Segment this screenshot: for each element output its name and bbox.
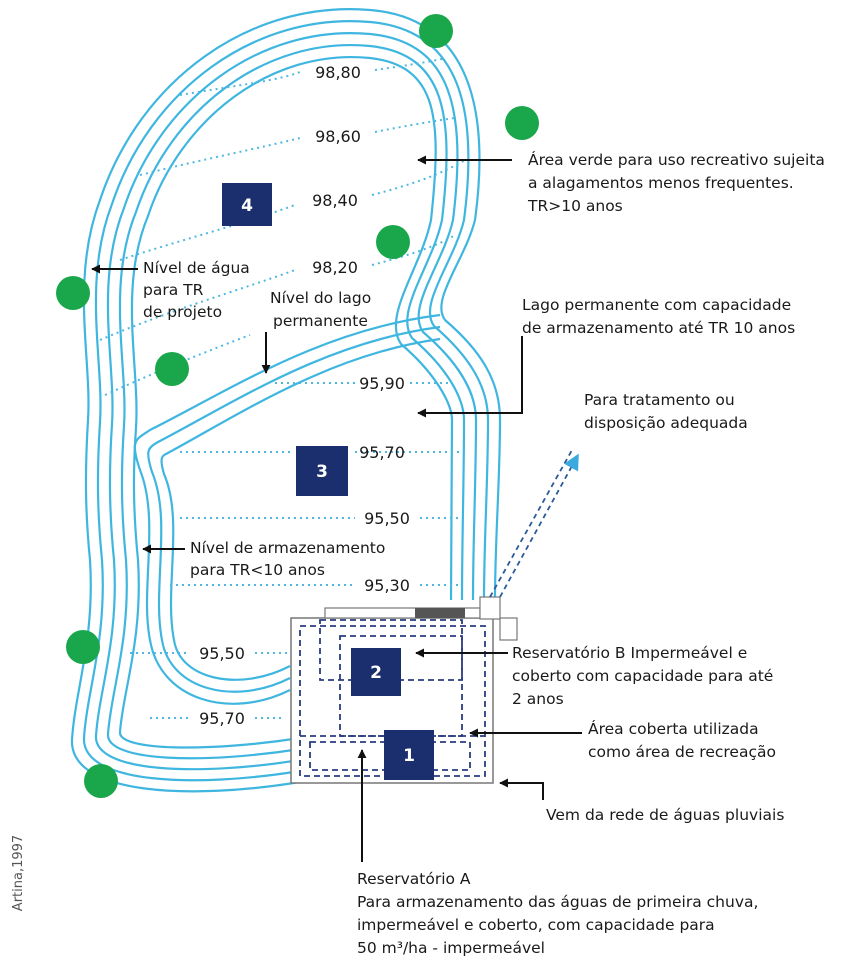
svg-text:de projeto: de projeto bbox=[143, 303, 222, 321]
annotation-lago-permanente: Lago permanente com capacidade de armaze… bbox=[522, 296, 795, 337]
level-95-70-lower: 95,70 bbox=[199, 709, 245, 728]
svg-text:de armazenamento até TR 10 ano: de armazenamento até TR 10 anos bbox=[522, 319, 795, 337]
level-95-50-lower: 95,50 bbox=[199, 644, 245, 663]
level-98-60: 98,60 bbox=[315, 127, 361, 146]
svg-text:para TR: para TR bbox=[143, 281, 204, 299]
annotation-area-coberta: Área coberta utilizada como área de recr… bbox=[588, 719, 776, 761]
svg-text:a alagamentos menos frequentes: a alagamentos menos frequentes. bbox=[528, 174, 794, 192]
svg-text:Para armazenamento das águas d: Para armazenamento das águas de primeira… bbox=[357, 893, 758, 911]
arrow-rede-pluvial bbox=[499, 778, 544, 800]
svg-text:para TR<10 anos: para TR<10 anos bbox=[190, 561, 325, 579]
svg-text:Área coberta utilizada: Área coberta utilizada bbox=[588, 719, 759, 738]
zone-marker-2: 2 bbox=[351, 648, 401, 696]
tree-icon bbox=[505, 106, 539, 140]
svg-text:como área de recreação: como área de recreação bbox=[588, 743, 776, 761]
annotation-nivel-lago: Nível do lago permanente bbox=[270, 289, 371, 330]
annotation-rede-pluvial: Vem da rede de águas pluviais bbox=[546, 806, 784, 824]
svg-text:Nível do lago: Nível do lago bbox=[270, 289, 371, 307]
level-95-90: 95,90 bbox=[359, 374, 405, 393]
annotation-area-verde: Área verde para uso recreativo sujeita a… bbox=[527, 150, 825, 215]
tree-icon bbox=[419, 14, 453, 48]
svg-text:permanente: permanente bbox=[273, 312, 368, 330]
svg-text:Reservatório B Impermeável e: Reservatório B Impermeável e bbox=[512, 644, 747, 662]
level-98-80: 98,80 bbox=[315, 63, 361, 82]
reservoir-inner-dashed-1 bbox=[299, 625, 486, 777]
zone-marker-4: 4 bbox=[222, 183, 272, 226]
svg-text:impermeável e coberto, com cap: impermeável e coberto, com capacidade pa… bbox=[357, 916, 715, 934]
tree-icon bbox=[376, 225, 410, 259]
svg-text:TR>10 anos: TR>10 anos bbox=[527, 197, 623, 215]
tree-icon bbox=[56, 276, 90, 310]
level-labels: 98,80 98,60 98,40 98,20 95,90 95,70 95,5… bbox=[199, 63, 410, 728]
annotation-reservatorio-b: Reservatório B Impermeável e coberto com… bbox=[512, 644, 773, 708]
permanent-lake-outline bbox=[133, 313, 441, 705]
zone-marker-1: 1 bbox=[384, 730, 434, 780]
svg-text:3: 3 bbox=[316, 462, 328, 482]
pointer-arrows bbox=[91, 155, 582, 862]
annotation-reservatorio-a: Reservatório A Para armazenamento das ág… bbox=[357, 870, 758, 957]
arrow-lago-permanente bbox=[417, 336, 523, 418]
annotation-nivel-agua: Nível de água para TR de projeto bbox=[143, 259, 250, 321]
level-98-40: 98,40 bbox=[312, 191, 358, 210]
svg-text:2 anos: 2 anos bbox=[512, 690, 564, 708]
svg-text:Lago permanente com capacidade: Lago permanente com capacidade bbox=[522, 296, 791, 314]
level-95-30: 95,30 bbox=[364, 576, 410, 595]
outlet-box bbox=[479, 596, 501, 620]
tree-icon bbox=[155, 352, 189, 386]
svg-text:Área verde para uso recreativo: Área verde para uso recreativo sujeita bbox=[528, 150, 825, 169]
svg-text:disposição adequada: disposição adequada bbox=[584, 414, 748, 432]
level-95-50-upper: 95,50 bbox=[364, 509, 410, 528]
svg-text:Nível de armazenamento: Nível de armazenamento bbox=[190, 539, 385, 557]
outlet-box-side bbox=[499, 617, 518, 641]
source-credit: Artina,1997 bbox=[11, 835, 26, 911]
svg-text:Nível de água: Nível de água bbox=[143, 259, 250, 277]
svg-text:Reservatório A: Reservatório A bbox=[357, 870, 471, 888]
svg-text:2: 2 bbox=[370, 663, 382, 683]
svg-text:4: 4 bbox=[241, 196, 253, 216]
svg-text:50 m³/ha - impermeável: 50 m³/ha - impermeável bbox=[357, 939, 545, 957]
annotation-nivel-armazenamento: Nível de armazenamento para TR<10 anos bbox=[190, 539, 385, 579]
svg-text:coberto com capacidade para at: coberto com capacidade para até bbox=[512, 667, 773, 685]
outflow-arrow bbox=[489, 449, 579, 598]
tree-icon bbox=[84, 764, 118, 798]
level-95-70-upper: 95,70 bbox=[359, 443, 405, 462]
lower-contours bbox=[130, 382, 460, 719]
zone-marker-3: 3 bbox=[296, 446, 348, 496]
outlet-cap bbox=[415, 608, 465, 618]
svg-text:Para tratamento ou: Para tratamento ou bbox=[584, 391, 735, 409]
trees bbox=[56, 14, 539, 798]
tree-icon bbox=[66, 630, 100, 664]
level-98-20: 98,20 bbox=[312, 258, 358, 277]
svg-text:1: 1 bbox=[403, 746, 415, 766]
annotation-tratamento: Para tratamento ou disposição adequada bbox=[584, 391, 748, 432]
